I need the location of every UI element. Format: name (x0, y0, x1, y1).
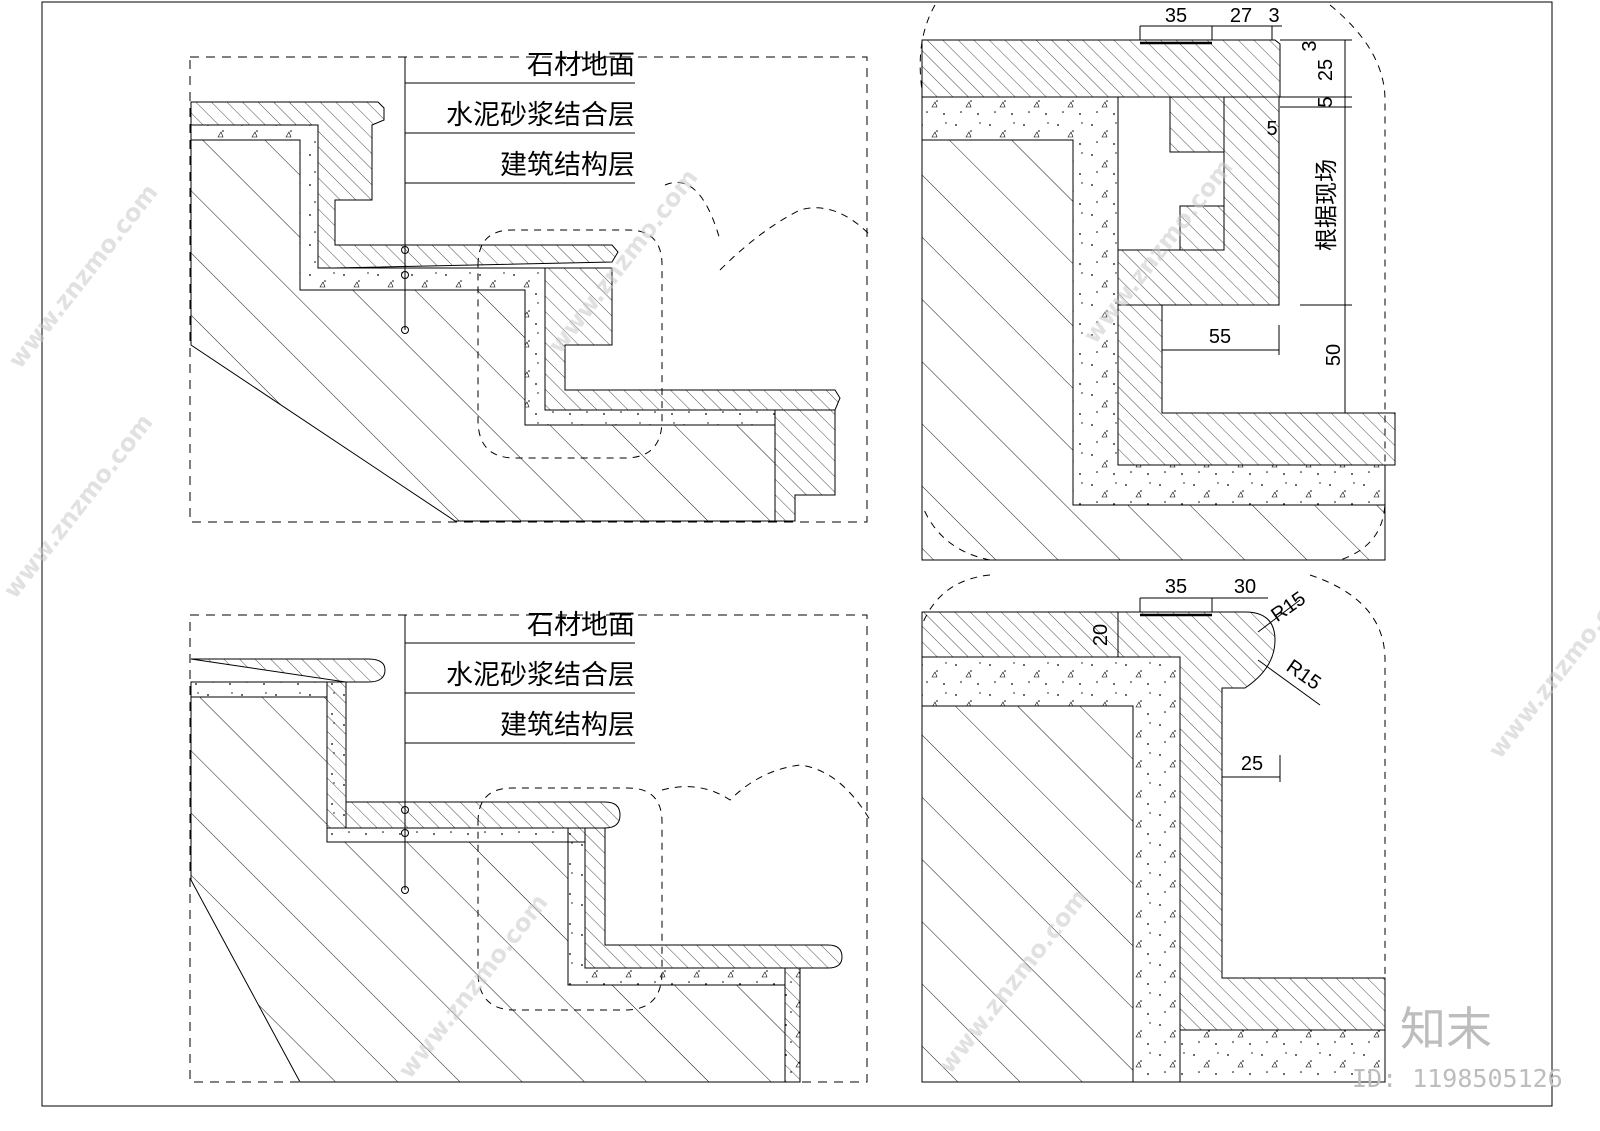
brand-logo: 知末 (1400, 1002, 1492, 1056)
drawing-id: ID: 1198505126 (1352, 1064, 1563, 1093)
top-left-detail: 石材地面 水泥砂浆结合层 建筑结构层 (189, 50, 871, 523)
dim-5-gap: 5 (1266, 118, 1277, 140)
watermark-site-7: www.znzmo.com (1483, 569, 1600, 764)
dim-35-bottom: 35 (1165, 576, 1187, 598)
watermark-site-1: www.znzmo.com (3, 179, 164, 374)
dim-55: 55 (1209, 326, 1231, 348)
top-label-stone-floor: 石材地面 (527, 50, 635, 81)
dim-35-top: 35 (1165, 5, 1187, 27)
dim-20: 20 (1090, 624, 1112, 646)
dim-27: 27 (1230, 5, 1252, 27)
dim-3-vertical: 3 (1299, 40, 1321, 51)
dim-30: 30 (1234, 576, 1256, 598)
sheet-frame (41, 1, 1553, 1107)
dim-25-bottom: 25 (1241, 753, 1263, 775)
radius-bottom: R15 (1282, 656, 1325, 695)
note-per-site: 根据现场 (1314, 159, 1340, 251)
bottom-right-zoom-detail: 35 30 R15 R15 20 25 (921, 574, 1386, 1083)
watermark-site-4: www.znzmo.com (0, 409, 159, 604)
bottom-label-stone-floor: 石材地面 (527, 610, 635, 641)
dim-50: 50 (1323, 344, 1345, 366)
top-label-structure-layer: 建筑结构层 (500, 150, 635, 181)
bottom-label-mortar-layer: 水泥砂浆结合层 (446, 660, 635, 691)
dim-5-vertical: 5 (1315, 96, 1337, 107)
top-label-mortar-layer: 水泥砂浆结合层 (446, 100, 635, 131)
dim-3-horizontal: 3 (1268, 5, 1279, 27)
bottom-label-structure-layer: 建筑结构层 (500, 710, 635, 741)
bottom-left-detail: 石材地面 水泥砂浆结合层 建筑结构层 (189, 610, 871, 1083)
dim-25-vertical: 25 (1315, 59, 1337, 81)
top-right-zoom-detail: 35 27 3 3 25 5 5 根据现场 55 50 (919, 4, 1396, 561)
radius-top: R15 (1267, 588, 1310, 627)
